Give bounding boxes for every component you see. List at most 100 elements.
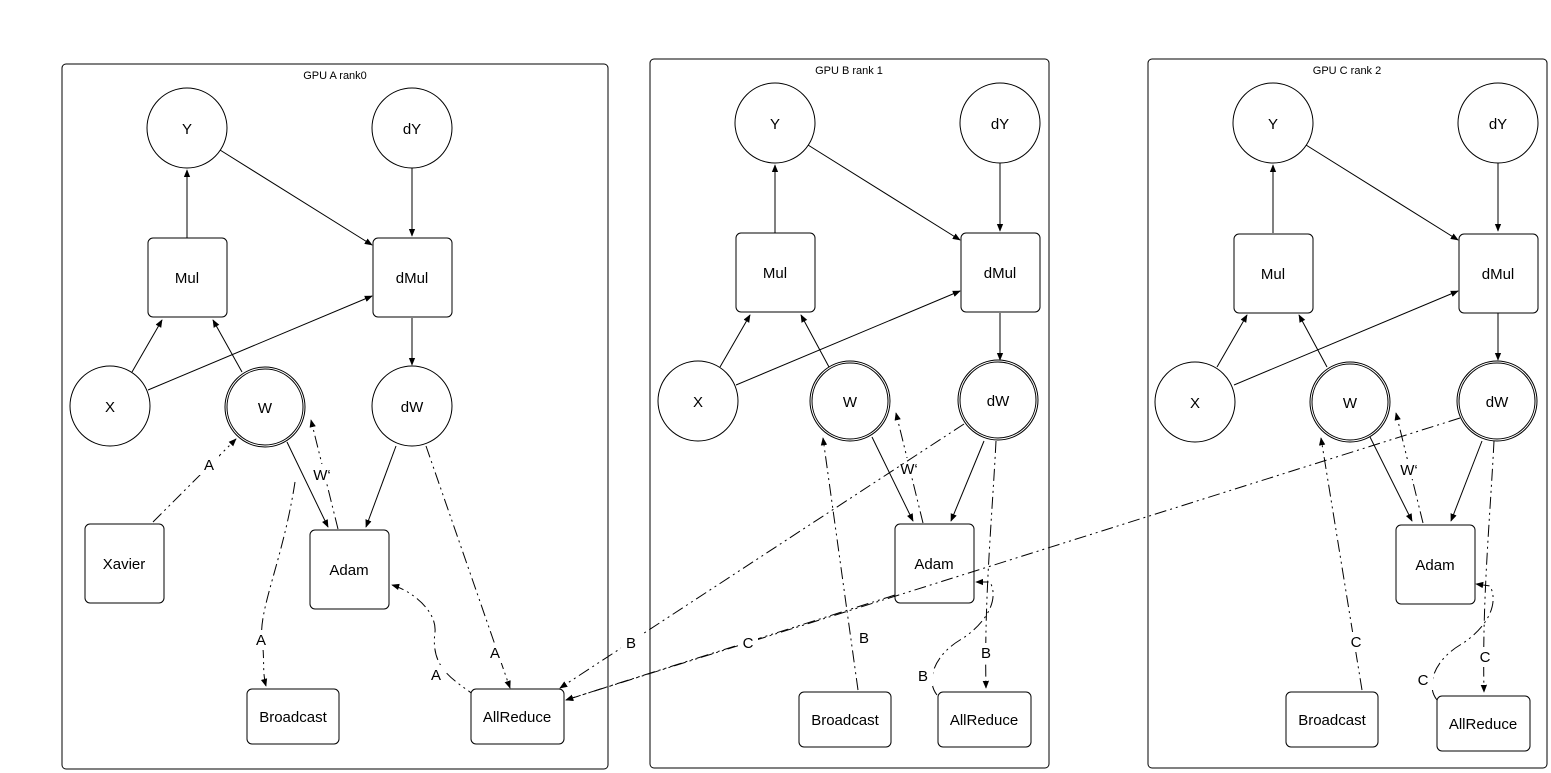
edge-label-allreduce-out: C xyxy=(1418,672,1429,689)
edge-label-update: W‘ xyxy=(900,461,918,478)
edge-gpu-c-dw-to-gpu-a-allreduce xyxy=(565,417,1461,701)
node-x xyxy=(657,360,739,442)
panel-gpu-c-title: GPU C rank 2 xyxy=(1313,65,1381,77)
edge-label-allreduce-in: A xyxy=(490,645,500,662)
edge-dw-to-adam xyxy=(950,440,985,522)
node-dy xyxy=(959,82,1041,164)
node-dy-label: dY xyxy=(991,116,1009,133)
edge-w-to-mul xyxy=(212,319,243,373)
node-mul-label: Mul xyxy=(763,265,787,282)
node-dy-label: dY xyxy=(403,121,421,138)
node-x-label: X xyxy=(105,399,115,416)
edge-label-allreduce-in: B xyxy=(981,645,991,662)
edge-x-to-mul xyxy=(131,319,163,373)
edge-w-to-broadcast xyxy=(260,481,296,687)
node-w-inner-ring xyxy=(811,362,889,440)
node-w-label: W xyxy=(843,394,858,411)
edge-label-allreduce-out: A xyxy=(431,667,441,684)
node-y xyxy=(1232,82,1314,164)
node-broadcast-label: Broadcast xyxy=(259,709,327,726)
node-allreduce xyxy=(470,688,565,745)
node-broadcast-label: Broadcast xyxy=(811,712,879,729)
node-allreduce xyxy=(1436,695,1531,752)
node-adam xyxy=(309,529,390,610)
edge-label-broadcast: C xyxy=(1351,634,1362,651)
edge-xavier-to-w xyxy=(152,438,237,523)
node-dw-label: dW xyxy=(401,399,424,416)
node-dw xyxy=(371,365,453,447)
edge-broadcast-to-w xyxy=(1318,437,1363,691)
edge-label-cross-b: B xyxy=(626,635,636,652)
edge-x-to-dmul xyxy=(1233,290,1459,386)
node-allreduce-label: AllReduce xyxy=(1449,716,1517,733)
node-broadcast xyxy=(798,691,892,748)
node-mul xyxy=(147,237,228,318)
node-dw-inner-ring xyxy=(959,361,1037,439)
node-dmul-label: dMul xyxy=(984,265,1017,282)
edge-w-to-mul xyxy=(800,314,830,368)
node-y xyxy=(146,87,228,169)
node-dmul-label: dMul xyxy=(1482,266,1515,283)
edge-label-cross-c: C xyxy=(743,635,754,652)
node-w-inner-ring xyxy=(226,368,304,446)
node-dw-label: dW xyxy=(1486,394,1509,411)
node-broadcast xyxy=(246,688,340,745)
edge-dw-to-allreduce xyxy=(982,440,997,689)
node-mul-label: Mul xyxy=(175,270,199,287)
panel-gpu-c: GPU C rank 2 C W‘ C C Y dY Mul dMul X xyxy=(1147,58,1548,769)
node-broadcast-label: Broadcast xyxy=(1298,712,1366,729)
panel-gpu-a: GPU A rank0 A W‘ A A A Y dY Mul xyxy=(61,63,609,770)
node-y-label: Y xyxy=(770,116,780,133)
node-y-label: Y xyxy=(182,121,192,138)
edge-w-to-adam xyxy=(1369,436,1413,522)
node-xavier-label: Xavier xyxy=(103,556,146,573)
node-dmul-label: dMul xyxy=(396,270,429,287)
node-w-label: W xyxy=(1343,395,1358,412)
edge-label-broadcast: B xyxy=(859,630,869,647)
panel-gpu-b-title: GPU B rank 1 xyxy=(815,65,883,77)
node-x xyxy=(1154,361,1236,443)
node-y xyxy=(734,82,816,164)
cross-panel-edges: B C xyxy=(559,417,1461,701)
edge-label-allreduce-out: B xyxy=(918,668,928,685)
node-mul xyxy=(1233,233,1314,314)
node-adam-label: Adam xyxy=(914,556,953,573)
node-xavier xyxy=(84,523,165,604)
node-adam-label: Adam xyxy=(329,562,368,579)
edge-label-broadcast: A xyxy=(256,632,266,649)
edge-y-to-dmul xyxy=(807,144,961,241)
node-adam xyxy=(1395,524,1476,605)
node-dy xyxy=(1457,82,1539,164)
node-broadcast xyxy=(1285,691,1379,748)
edge-x-to-mul xyxy=(1216,314,1248,368)
node-dmul xyxy=(372,237,453,318)
node-w-label: W xyxy=(258,400,273,417)
edge-x-to-dmul xyxy=(147,295,373,391)
node-adam xyxy=(894,523,975,604)
node-dw-label: dW xyxy=(987,393,1010,410)
edge-label-update: W‘ xyxy=(313,467,331,484)
node-y-label: Y xyxy=(1268,116,1278,133)
node-allreduce-label: AllReduce xyxy=(950,712,1018,729)
edge-w-to-mul xyxy=(1298,314,1328,368)
node-dmul xyxy=(1458,233,1539,314)
edge-allreduce-to-adam xyxy=(391,583,479,699)
node-allreduce-label: AllReduce xyxy=(483,709,551,726)
panel-gpu-a-title: GPU A rank0 xyxy=(303,70,367,82)
node-adam-label: Adam xyxy=(1415,557,1454,574)
edge-label-update: W‘ xyxy=(1400,462,1418,479)
node-allreduce xyxy=(937,691,1032,748)
edge-y-to-dmul xyxy=(1305,144,1459,241)
edge-w-to-adam xyxy=(286,441,329,528)
panel-gpu-b: GPU B rank 1 B W‘ B B Y dY Mul dMul X xyxy=(649,58,1050,769)
edge-x-to-mul xyxy=(719,314,751,368)
node-mul-label: Mul xyxy=(1261,266,1285,283)
edge-w-to-adam xyxy=(871,436,914,522)
edge-dw-to-allreduce xyxy=(1480,440,1495,693)
edge-x-to-dmul xyxy=(735,290,961,386)
edge-dw-to-adam xyxy=(365,445,397,528)
edge-label-init: A xyxy=(204,457,214,474)
node-w-inner-ring xyxy=(1311,363,1389,441)
node-mul xyxy=(735,232,816,313)
